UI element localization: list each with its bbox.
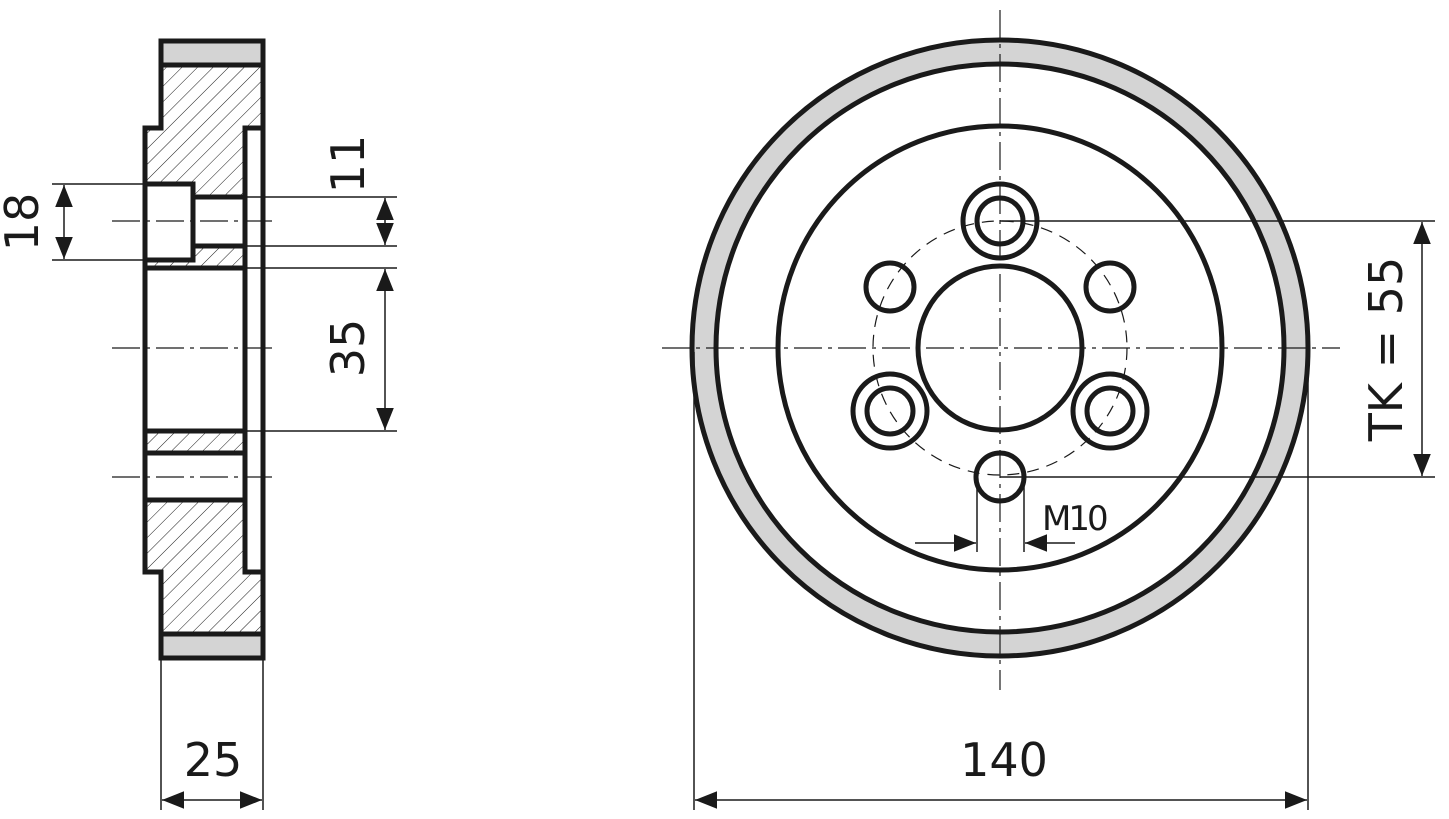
tread-bottom	[161, 634, 263, 658]
dimension-label: M10	[1042, 499, 1107, 539]
dimension-label: 35	[321, 319, 375, 378]
hole	[864, 385, 916, 437]
dimension-35: 35	[245, 267, 397, 432]
dimension-label: 140	[960, 733, 1048, 787]
hole	[1083, 260, 1137, 314]
outer-circle	[689, 37, 1311, 659]
right-recess	[245, 128, 263, 572]
recess-outline	[242, 125, 263, 575]
dimension-label: 11	[321, 135, 375, 194]
hole	[863, 260, 917, 314]
counterbore-hole	[1070, 371, 1150, 451]
dimension-140: 140	[693, 352, 1309, 810]
dimension-11: 11	[245, 135, 397, 247]
dimension-bolt-circle: TK = 55	[1000, 220, 1435, 478]
tread-top	[161, 41, 263, 65]
side-section-view: 18 11 35 25	[0, 38, 397, 810]
hole-outline	[193, 194, 245, 249]
bore-outline	[145, 265, 245, 503]
dimension-thread: M10	[915, 477, 1110, 552]
dimension-label: 18	[0, 193, 49, 252]
hole	[1084, 385, 1136, 437]
dimension-25: 25	[160, 660, 264, 810]
dimension-label: TK = 55	[1359, 257, 1413, 443]
dimension-label: 25	[184, 733, 243, 787]
counterbore-hole	[850, 371, 930, 451]
dimension-18: 18	[0, 183, 145, 261]
counterbore-outline	[145, 181, 196, 263]
front-view: TK = 55 M10 140	[662, 10, 1435, 810]
counterbore	[145, 184, 193, 260]
center-bore	[145, 268, 245, 431]
